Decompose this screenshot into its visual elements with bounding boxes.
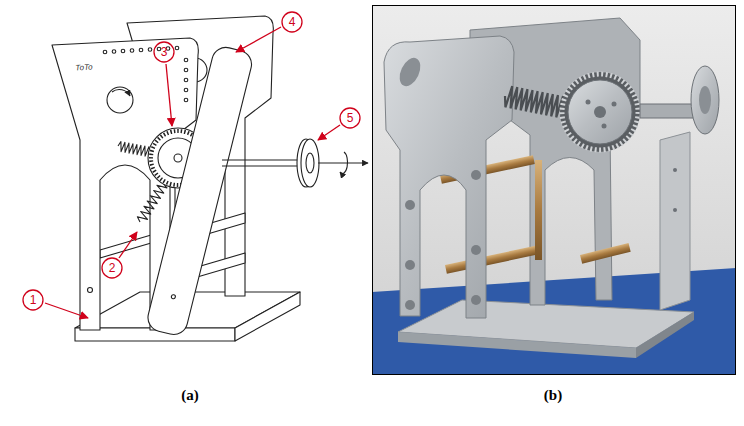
callout-number: 5 [347,112,354,124]
front-frame [148,48,152,52]
gear [562,74,638,150]
photo [471,170,481,180]
callout-marker [154,42,174,62]
front-frame [107,87,133,113]
gear [568,80,632,144]
front-frame [184,78,188,82]
photo [405,300,415,310]
front-frame [130,49,134,53]
gear [612,102,617,107]
photo [398,332,636,358]
photo [673,208,677,212]
panel-label: (a) [181,388,199,403]
front-frame [112,50,116,54]
callout-marker [340,108,360,128]
front-frame [139,48,143,52]
paddle [145,44,254,337]
photo [405,260,415,270]
callout-marker [236,27,281,52]
photo [372,5,736,375]
photo [396,55,425,90]
brass-rod [535,160,542,260]
spring [137,180,167,222]
front-frame [184,68,188,72]
callout-marker [318,125,340,140]
shaft [301,139,319,187]
callout-marker [23,290,43,310]
front-frame [112,89,130,96]
shaft [306,153,314,173]
shaft [222,165,300,166]
brass-rod [445,245,540,274]
cad-drawing [23,12,368,341]
front-frame [184,58,188,62]
callout-marker [119,232,137,258]
shaft [222,139,368,187]
brass-rod [580,243,631,264]
photo [471,295,481,305]
callout-number: 3 [161,46,168,58]
photo [673,168,677,172]
callout-marker [23,12,360,318]
photo [372,5,736,375]
gear [586,100,591,105]
shaft [318,162,368,163]
front-frame [121,49,125,53]
spring [118,141,150,156]
shaft [340,152,348,174]
paddle [171,294,176,299]
base-plate [235,292,300,341]
callout-marker [166,64,172,126]
spring [505,86,566,118]
photo [660,132,690,310]
callout-marker [102,258,122,278]
callout-marker [45,303,88,318]
photo [691,66,719,134]
callout-number: 1 [30,294,37,306]
photo [372,5,736,375]
photo [471,245,481,255]
front-frame [184,98,188,102]
front-frame [88,288,93,293]
callout-marker [282,12,302,32]
photo [405,200,415,210]
panel-label: (b) [544,388,562,403]
spring [118,141,150,156]
front-frame [184,88,188,92]
photo [699,86,711,114]
spring [137,180,167,222]
engraved-logo: ToTo [75,63,93,72]
gear [174,154,182,162]
photo [384,36,514,318]
gear [594,106,606,118]
paddle [145,44,254,337]
front-frame [103,50,107,54]
gear [560,72,640,152]
shaft [222,159,300,160]
photo [636,312,694,358]
gear [602,124,607,129]
callout-number: 2 [109,262,116,274]
front-frame [175,46,179,50]
spring [505,86,566,118]
gear [560,72,640,152]
callout-number: 4 [289,16,296,28]
front-frame [157,47,161,51]
